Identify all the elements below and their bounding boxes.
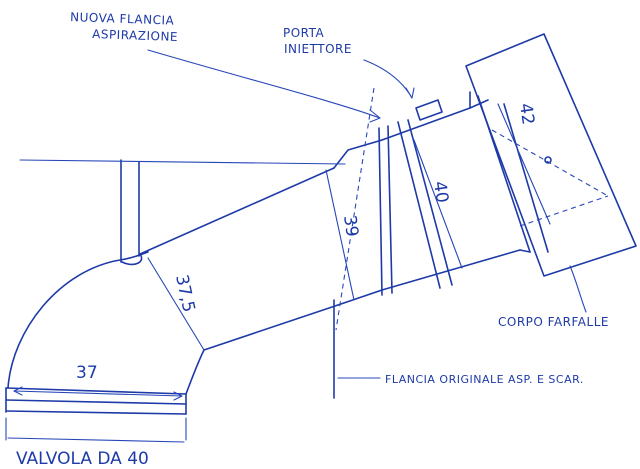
dimension-lines [5, 103, 551, 443]
dim-39: 39 [339, 214, 362, 238]
dim-375: 37,5 [171, 273, 198, 314]
label-valve: VALVOLA DA 40 [16, 449, 149, 469]
throttle-body-shape [465, 33, 637, 277]
injector-boss [415, 99, 443, 121]
dim-37: 37 [76, 363, 98, 383]
label-new-flange-2: ASPIRAZIONE [92, 27, 178, 44]
label-injector-1: PORTA [283, 26, 325, 40]
valve-base [5, 387, 187, 415]
dim-40: 40 [429, 180, 452, 204]
flange-plates [378, 107, 521, 296]
label-injector-2: INIETTORE [284, 42, 352, 56]
leader-lines [147, 49, 587, 379]
intake-runner [139, 139, 383, 351]
original-flange-post [19, 159, 346, 263]
label-original-flange: FLANCIA ORIGINALE ASP. E SCAR. [385, 373, 584, 386]
throttle-connection [469, 91, 531, 253]
label-throttle-body: CORPO FARFALLE [498, 315, 609, 329]
center-line [335, 87, 375, 331]
label-new-flange-1: NUOVA FLANCIA [70, 10, 175, 28]
dim-42: 42 [515, 102, 538, 126]
elbow-runner [7, 251, 205, 395]
